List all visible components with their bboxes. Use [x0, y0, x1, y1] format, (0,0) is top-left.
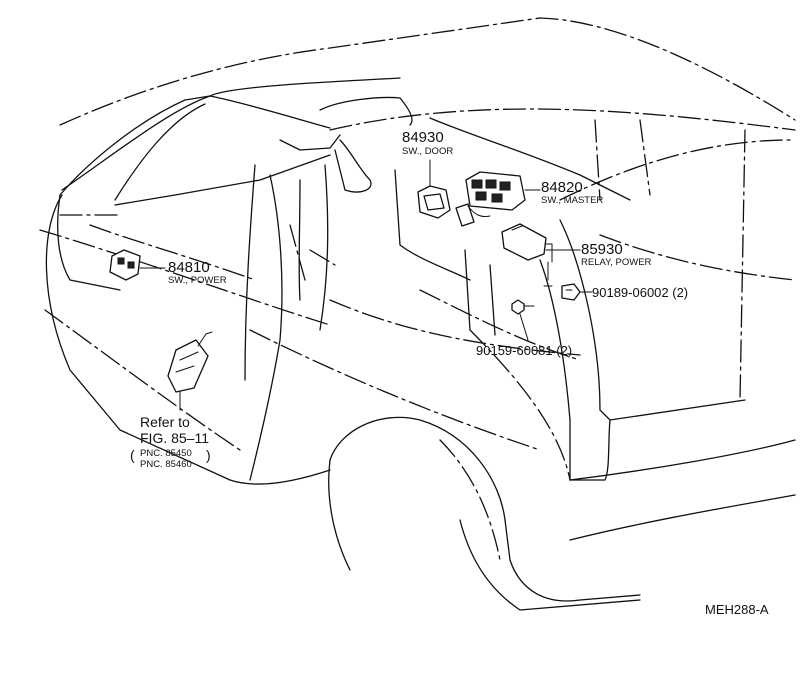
label-84810-desc: SW., POWER — [168, 275, 227, 286]
figure-code: MEH288-A — [705, 602, 769, 617]
power-switch-button-2 — [127, 261, 135, 269]
door-lock-motor — [167, 331, 213, 411]
refer-line-2: FIG. 85–11 — [140, 430, 209, 446]
label-84820-number: 84820 — [541, 179, 583, 196]
master-button-5 — [491, 193, 503, 203]
label-85930-desc: RELAY, POWER — [581, 257, 652, 268]
label-84930-number: 84930 — [402, 129, 444, 146]
power-switch-84810 — [109, 249, 141, 281]
label-84930-desc: SW., DOOR — [402, 146, 453, 157]
refer-pnc-1: PNC. 85450 — [140, 448, 192, 459]
master-button-3 — [499, 181, 511, 191]
refer-line-1: Refer to — [140, 414, 190, 430]
leader-lines — [139, 159, 593, 341]
door-switch-84930 — [417, 174, 451, 219]
master-button-2 — [485, 179, 497, 189]
power-switch-button-1 — [117, 257, 125, 265]
screw-90159 — [511, 299, 535, 315]
label-84810-number: 84810 — [168, 259, 210, 276]
label-90189-number: 90189-06002 (2) — [592, 285, 688, 300]
refer-close-paren: ) — [206, 447, 211, 463]
label-84820-desc: SW., MASTER — [541, 195, 603, 206]
nut-90189 — [561, 283, 581, 301]
vehicle-body-outline — [39, 17, 796, 611]
label-85930-number: 85930 — [581, 241, 623, 258]
refer-pnc-2: PNC. 85460 — [140, 459, 192, 470]
refer-open-paren: ( — [130, 447, 135, 463]
label-90159-number: 90159-60081 (2) — [476, 343, 572, 358]
power-relay-85930 — [501, 223, 553, 287]
master-switch-84820 — [455, 171, 526, 227]
master-button-1 — [471, 179, 483, 189]
master-button-4 — [475, 191, 487, 201]
